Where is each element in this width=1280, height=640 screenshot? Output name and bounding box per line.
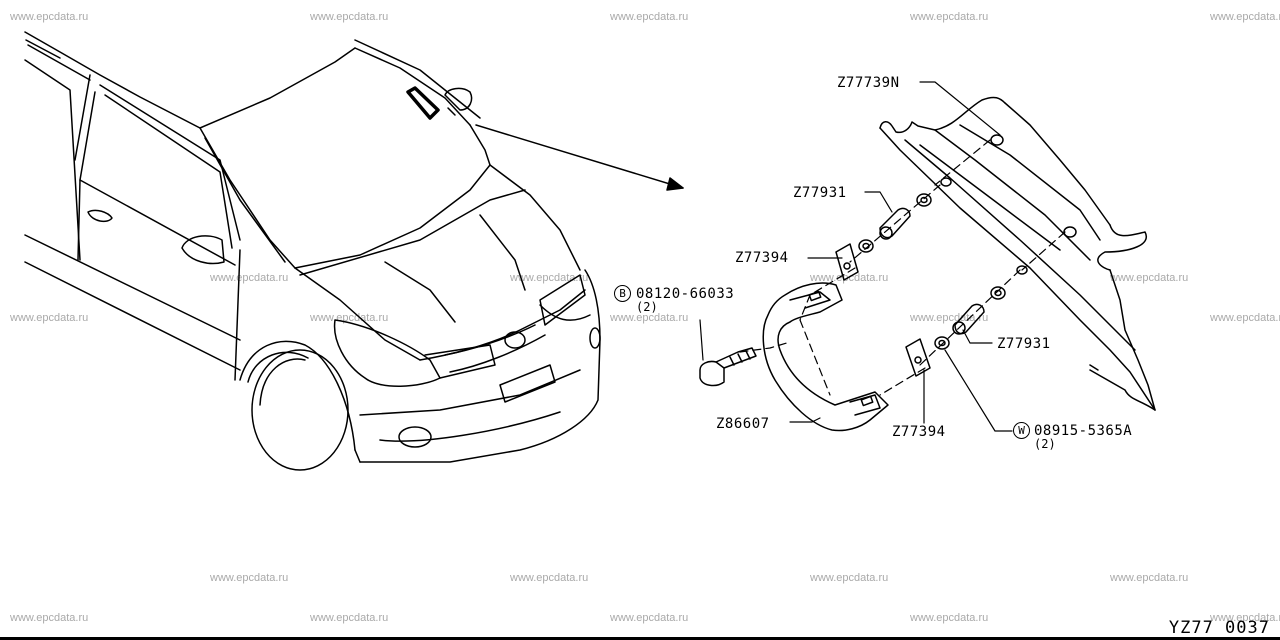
watermark-text: www.epcdata.ru [910,312,989,324]
label-bracket-lower: Z77931 [997,336,1051,352]
assist-grip-drawing [762,282,889,432]
watermark-text: www.epcdata.ru [510,272,589,284]
assembly-guides [739,139,1066,396]
watermark-text: www.epcdata.ru [1210,11,1280,23]
watermark-text: www.epcdata.ru [610,312,689,324]
bolt-symbol: B [614,285,631,302]
watermark-text: www.epcdata.ru [1210,612,1280,624]
watermark-text: www.epcdata.ru [310,612,389,624]
watermark-text: www.epcdata.ru [1110,272,1189,284]
label-clip-upper: Z77394 [735,250,789,266]
watermark-text: www.epcdata.ru [610,11,689,23]
label-washer-qty: (2) [1034,437,1056,451]
watermark-text: www.epcdata.ru [610,612,689,624]
watermark-text: www.epcdata.ru [310,312,389,324]
lower-hardware [905,286,1006,377]
washer-symbol: W [1013,422,1030,439]
label-washer-number: 08915-5365A [1034,423,1133,439]
label-cover-panel: Z77739N [837,75,900,91]
watermark-text: www.epcdata.ru [310,11,389,23]
upper-hardware [835,193,932,281]
watermark-text: www.epcdata.ru [910,11,989,23]
label-bolt-qty: (2) [636,300,658,314]
leader-lines [699,81,1013,432]
label-clip-lower: Z77394 [892,424,946,440]
watermark-text: www.epcdata.ru [10,612,89,624]
vehicle-illustration [24,31,601,471]
watermark-text: www.epcdata.ru [810,272,889,284]
watermark-text: www.epcdata.ru [1210,312,1280,324]
diagram-code: YZ77 0037 [1168,618,1270,638]
watermark-text: www.epcdata.ru [810,572,889,584]
watermark-text: www.epcdata.ru [210,572,289,584]
bolt-drawing [699,347,757,387]
cover-panel-drawing [879,96,1156,411]
watermark-text: www.epcdata.ru [210,272,289,284]
label-bracket-upper: Z77931 [793,185,847,201]
bottom-rule [0,637,1280,640]
watermark-text: www.epcdata.ru [1110,572,1189,584]
watermark-text: www.epcdata.ru [510,572,589,584]
watermark-text: www.epcdata.ru [10,11,89,23]
detail-arrow [475,124,684,191]
label-grip: Z86607 [716,416,770,432]
watermark-text: www.epcdata.ru [10,312,89,324]
label-bolt-number: 08120-66033 [636,286,735,302]
watermark-text: www.epcdata.ru [910,612,989,624]
